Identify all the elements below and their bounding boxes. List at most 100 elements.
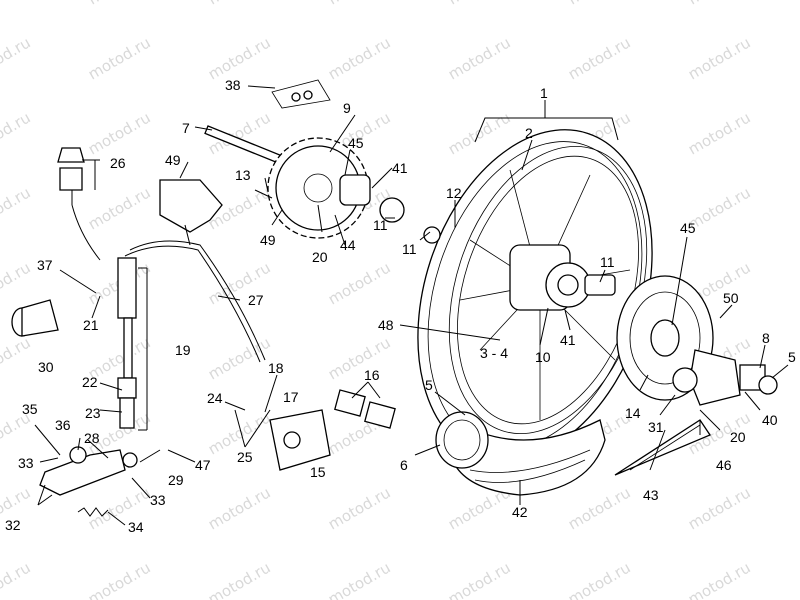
watermark-text: motod.ru: [85, 108, 154, 158]
part-label: 5: [425, 377, 433, 393]
part-label: 7: [182, 120, 190, 136]
brake-pedal: [39, 446, 138, 496]
part-label: 26: [110, 155, 126, 171]
part-label: 1: [540, 85, 548, 101]
part-label: 38: [225, 77, 241, 93]
part-label: 28: [84, 430, 100, 446]
part-label: 33: [150, 492, 166, 508]
watermark-text: motod.ru: [325, 0, 394, 8]
part-label: 18: [268, 360, 284, 376]
watermark-text: motod.ru: [205, 333, 274, 383]
part-label: 45: [680, 220, 696, 236]
watermark-text: motod.ru: [685, 108, 754, 158]
watermark-text: motod.ru: [0, 33, 34, 83]
part-label: 47: [195, 457, 211, 473]
part-label: 43: [643, 487, 659, 503]
leader-lines: [37, 85, 789, 526]
tire-sidewall-disc: [435, 411, 489, 469]
clip-set: [271, 79, 331, 109]
part-label: 14: [625, 405, 641, 421]
part-label: 12: [446, 185, 462, 201]
part-label: 20: [312, 249, 328, 265]
part-label: 6: [400, 457, 408, 473]
part-label: 3 - 4: [480, 345, 508, 361]
part-label: 11: [373, 217, 388, 233]
part-label: 33: [18, 455, 34, 471]
part-label: 50: [723, 290, 739, 306]
part-label: 25: [237, 449, 253, 465]
part-label: 11: [402, 241, 417, 257]
watermark-text: motod.ru: [685, 0, 754, 8]
part-label: 49: [165, 152, 181, 168]
rubber-sleeve-30: [11, 299, 59, 337]
tire-tread-section: [454, 418, 606, 496]
watermark-text: motod.ru: [325, 258, 394, 308]
part-label: 16: [364, 367, 380, 383]
part-label: 5: [788, 349, 796, 365]
watermark-text: motod.ru: [445, 108, 514, 158]
return-spring-34: [77, 507, 109, 517]
part-label: 37: [37, 257, 53, 273]
watermark-text: motod.ru: [325, 483, 394, 533]
watermark-text: motod.ru: [685, 33, 754, 83]
part-label: 40: [762, 412, 778, 428]
part-label: 41: [392, 160, 408, 176]
watermark-text: motod.ru: [0, 333, 34, 383]
watermark-text: motod.ru: [85, 0, 154, 8]
part-label: 34: [128, 519, 144, 535]
watermark-text: motod.ru: [205, 558, 274, 600]
watermark-text: motod.ru: [565, 0, 634, 8]
part-label: 29: [168, 472, 184, 488]
watermark-text: motod.ru: [205, 483, 274, 533]
part-number-labels: 1 2 3 - 4 5 5 6 7 8 9 10 11 11 11 12 13 …: [5, 77, 796, 535]
watermark-text: motod.ru: [445, 558, 514, 600]
watermark-text: motod.ru: [85, 183, 154, 233]
watermark-text: motod.ru: [565, 33, 634, 83]
watermark-text: motod.ru: [205, 33, 274, 83]
part-label: 45: [348, 135, 364, 151]
watermark-text: motod.ru: [325, 558, 394, 600]
part-label: 22: [82, 374, 98, 390]
watermark-text: motod.ru: [205, 0, 274, 8]
part-label: 11: [600, 254, 615, 270]
watermark-text: motod.ru: [325, 33, 394, 83]
part-label: 10: [535, 349, 551, 365]
watermark-text: motod.ru: [445, 33, 514, 83]
watermark-text: motod.ru: [685, 483, 754, 533]
watermark-text: motod.ru: [85, 558, 154, 600]
part-label: 24: [207, 390, 223, 406]
watermark-text: motod.ru: [0, 558, 34, 600]
watermark-text: motod.ru: [0, 0, 34, 8]
part-label: 27: [248, 292, 264, 308]
wheel-hub: [509, 244, 616, 311]
chain-guide: [614, 419, 711, 476]
part-label: 46: [716, 457, 732, 473]
part-label: 20: [730, 429, 746, 445]
watermark-text: motod.ru: [0, 258, 34, 308]
part-label: 48: [378, 317, 394, 333]
bolt-13: [254, 189, 273, 199]
part-label: 42: [512, 504, 528, 520]
part-label: 23: [85, 405, 101, 421]
part-label: 44: [340, 237, 356, 253]
part-label: 49: [260, 232, 276, 248]
watermark-text: motod.ru: [565, 483, 634, 533]
reservoir-hose: [71, 204, 101, 261]
part-label: 17: [283, 389, 299, 405]
part-label: 9: [343, 100, 351, 116]
part-label: 2: [525, 125, 533, 141]
watermark-text: motod.ru: [0, 183, 34, 233]
caliper-bracket: [672, 349, 778, 406]
part-label: 8: [762, 330, 770, 346]
part-label: 30: [38, 359, 54, 375]
part-label: 32: [5, 517, 21, 533]
part-label: 13: [235, 167, 251, 183]
chain-tensioner-bracket: [159, 179, 223, 246]
watermark-text: motod.ru: [685, 558, 754, 600]
part-label: 19: [175, 342, 191, 358]
watermark-text: motod.ru: [325, 333, 394, 383]
brake-pads: [334, 389, 396, 429]
part-label: 36: [55, 417, 71, 433]
watermark-text: motod.ru: [565, 558, 634, 600]
